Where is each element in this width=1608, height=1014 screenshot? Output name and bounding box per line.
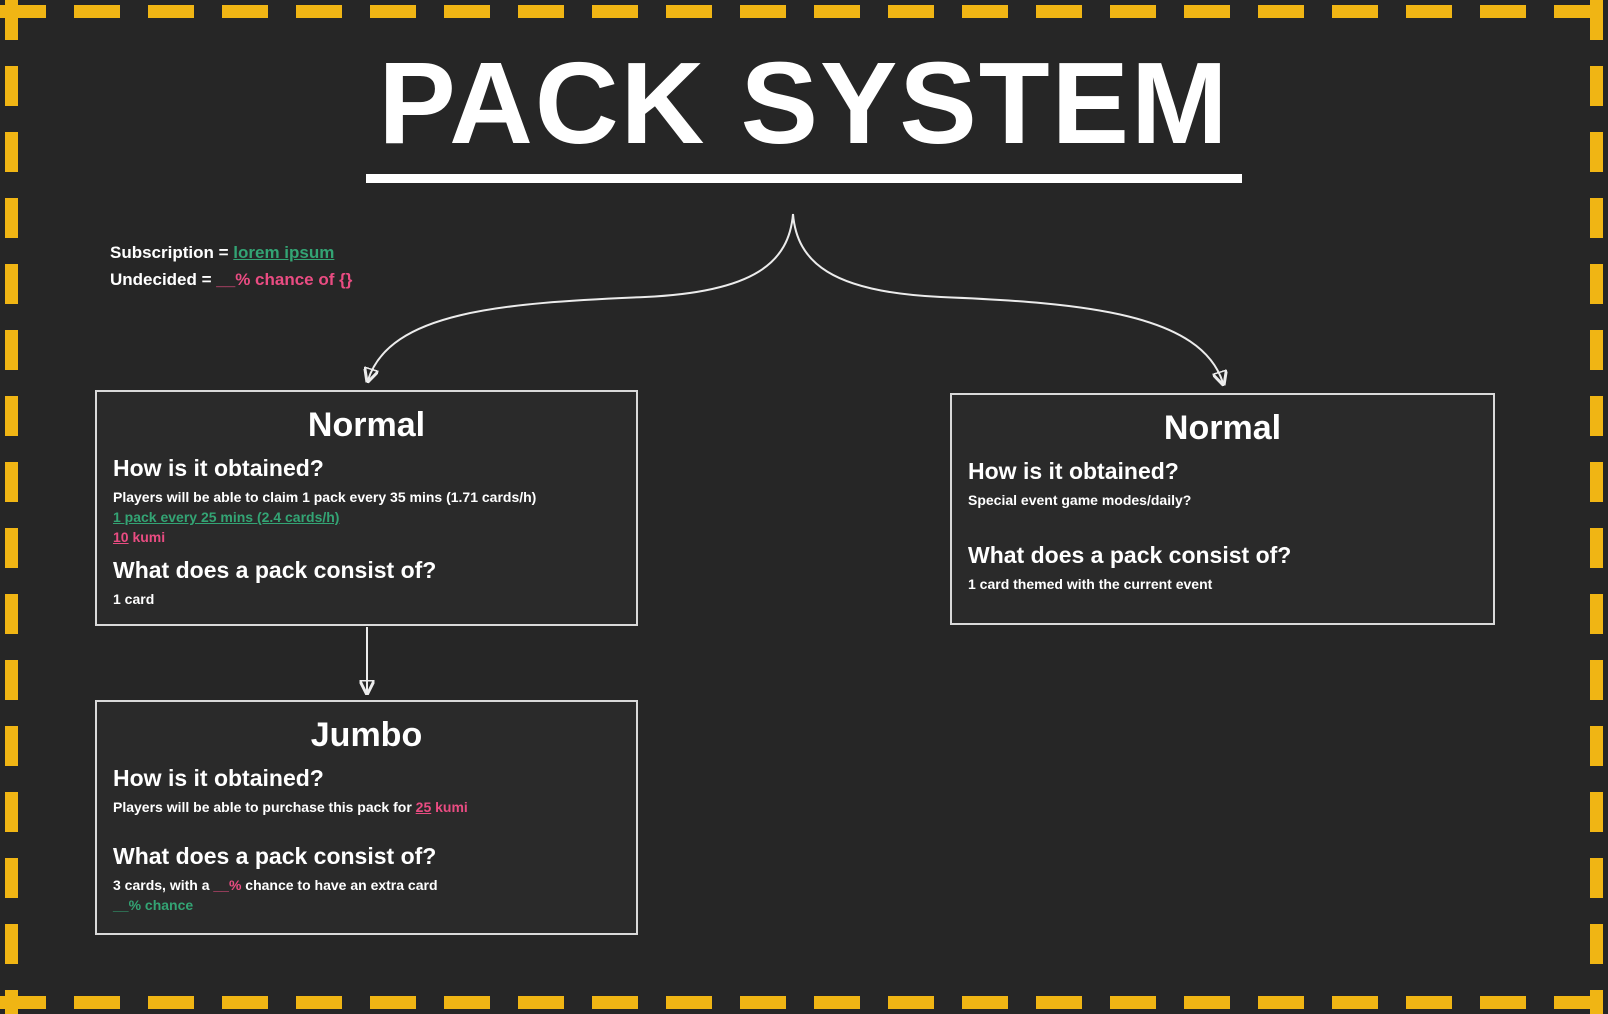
box-title: Normal	[307, 406, 426, 444]
brace-left-arrow	[368, 213, 794, 380]
box-title: Jumbo	[310, 716, 423, 754]
price-amount: 25	[415, 799, 432, 815]
price-text: 25 kumi	[416, 799, 468, 815]
obtain-text: Special event game modes/daily?	[968, 492, 1192, 508]
revised-rate-link[interactable]: 1 pack every 25 mins (2.4 cards/h)	[113, 509, 340, 525]
dashed-border-top	[0, 5, 1608, 18]
box-title: Normal	[1163, 409, 1282, 447]
legend-subscription-label: Subscription =	[110, 243, 234, 262]
purchase-text: Players will be able to purchase this pa…	[113, 799, 416, 815]
cost-text: 10 kumi	[113, 527, 620, 547]
question-heading-consist: What does a pack consist of?	[968, 542, 1292, 568]
consist-text: 1 card	[113, 591, 155, 607]
cost-amount: 10	[113, 529, 129, 545]
brace-right-arrow	[792, 213, 1223, 383]
question-heading-consist: What does a pack consist of?	[113, 843, 437, 869]
legend-subscription-line: Subscription = lorem ipsum	[110, 239, 352, 266]
title-container: PACK SYSTEM	[0, 44, 1608, 184]
legend: Subscription = lorem ipsum Undecided = _…	[110, 239, 352, 293]
question-heading-obtained: How is it obtained?	[113, 455, 324, 481]
price-unit: kumi	[431, 799, 468, 815]
page-title: PACK SYSTEM	[366, 44, 1242, 184]
event-pack-box: Normal How is it obtained? Special event…	[950, 393, 1495, 625]
normal-pack-box: Normal How is it obtained? Players will …	[95, 390, 638, 626]
cost-unit: kumi	[128, 529, 166, 545]
jumbo-pack-box: Jumbo How is it obtained? Players will b…	[95, 700, 638, 935]
question-heading-obtained: How is it obtained?	[968, 458, 1179, 484]
extra-card-chance: __%	[213, 877, 242, 893]
legend-undecided-label: Undecided =	[110, 270, 217, 289]
legend-undecided-value: __% chance of {}	[216, 270, 353, 289]
consist-prefix: 3 cards, with a	[113, 877, 214, 893]
legend-undecided-line: Undecided = __% chance of {}	[110, 266, 352, 293]
consist-suffix: chance to have an extra card	[241, 877, 438, 893]
chance-note: __% chance	[113, 897, 194, 913]
obtain-text: Players will be able to purchase this pa…	[113, 797, 620, 817]
consist-text: 3 cards, with a __% chance to have an ex…	[113, 875, 620, 895]
obtain-text: Players will be able to claim 1 pack eve…	[113, 489, 537, 505]
consist-text: 1 card themed with the current event	[968, 576, 1213, 592]
question-heading-obtained: How is it obtained?	[113, 765, 324, 791]
question-heading-consist: What does a pack consist of?	[113, 557, 437, 583]
subscription-link[interactable]: lorem ipsum	[233, 243, 335, 262]
dashed-border-bottom	[0, 996, 1608, 1009]
